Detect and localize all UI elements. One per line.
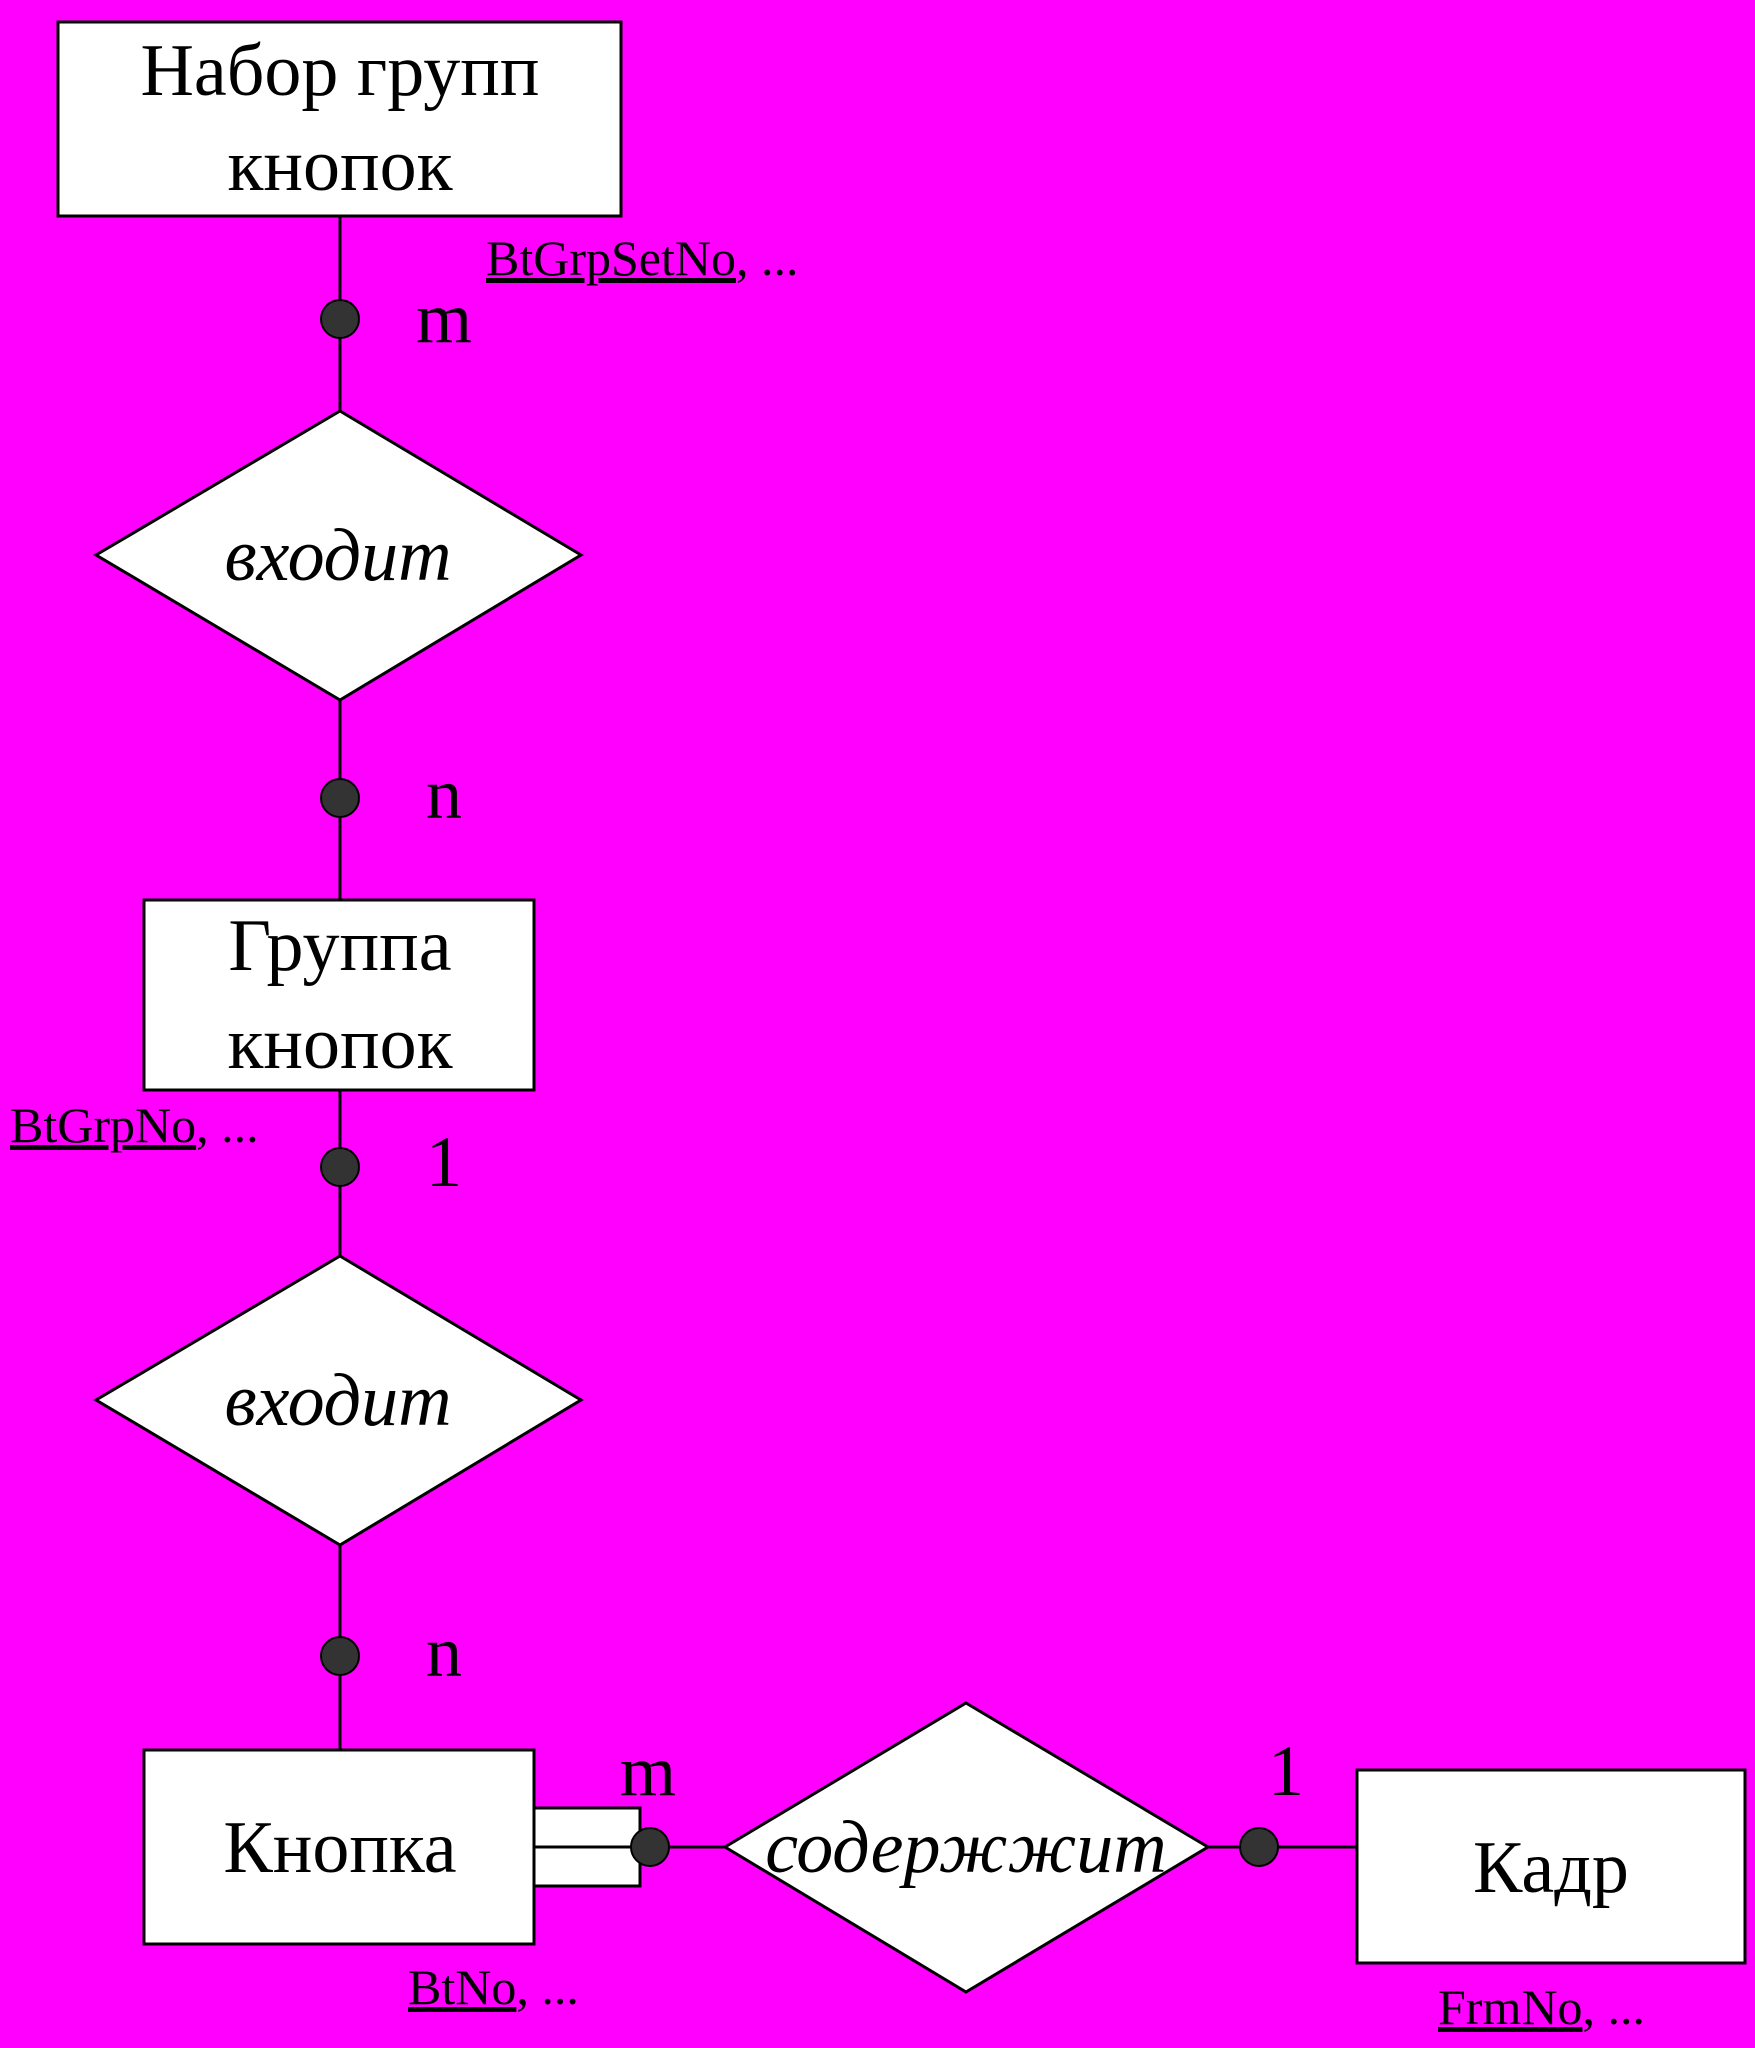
attribute-rest: , ... bbox=[1582, 1979, 1645, 2035]
cardinality-label: n bbox=[426, 754, 462, 834]
entity-button[interactable]: Кнопка bbox=[142, 1748, 536, 1946]
cardinality-label: 1 bbox=[426, 1122, 462, 1202]
connection-dot bbox=[1239, 1827, 1279, 1867]
connection-dot bbox=[320, 778, 360, 818]
connection-dot bbox=[320, 299, 360, 339]
connection-dot bbox=[320, 1636, 360, 1676]
relationship-contains[interactable]: содержжит bbox=[722, 1701, 1211, 1994]
entity-label: кнопок bbox=[227, 125, 453, 207]
relationship-enters-1[interactable]: входит bbox=[93, 409, 584, 702]
weak-entity-marker bbox=[532, 1806, 642, 1888]
relationship-label: входит bbox=[224, 1360, 451, 1442]
relationship-enters-2[interactable]: входит bbox=[93, 1254, 584, 1547]
attribute-rest: , ... bbox=[736, 230, 799, 286]
entity-button-group[interactable]: Группа кнопок bbox=[142, 898, 536, 1092]
connection-dots bbox=[320, 299, 1279, 1867]
cardinality-label: m bbox=[620, 1731, 676, 1811]
entity-label: Группа bbox=[228, 905, 451, 987]
cardinality-label: m bbox=[416, 278, 472, 358]
attribute-rest: , ... bbox=[196, 1097, 259, 1153]
cardinality-label: n bbox=[426, 1612, 462, 1692]
key-attribute: BtGrpNo bbox=[10, 1097, 196, 1153]
key-attribute: BtGrpSetNo bbox=[486, 230, 736, 286]
relationship-label: входит bbox=[224, 515, 451, 597]
entity-label: Кадр bbox=[1473, 1827, 1629, 1909]
entity-label: Набор групп bbox=[140, 30, 539, 112]
connection-dot bbox=[630, 1827, 670, 1867]
connection-dot bbox=[320, 1147, 360, 1187]
cardinality-label: 1 bbox=[1268, 1731, 1304, 1811]
relationship-label: содержжит bbox=[765, 1807, 1166, 1889]
attribute-list: BtGrpSetNo, ... bbox=[486, 230, 799, 286]
key-attribute: FrmNo bbox=[1438, 1979, 1582, 2035]
entity-label: Кнопка bbox=[223, 1807, 456, 1889]
attribute-list: FrmNo, ... bbox=[1438, 1979, 1645, 2035]
entity-label: кнопок bbox=[227, 1003, 453, 1085]
attribute-list: BtGrpNo, ... bbox=[10, 1097, 259, 1153]
entity-button-group-set[interactable]: Набор групп кнопок bbox=[56, 20, 623, 218]
attribute-list: BtNo, ... bbox=[408, 1959, 579, 2015]
attribute-rest: , ... bbox=[516, 1959, 579, 2015]
entity-frame[interactable]: Кадр bbox=[1355, 1768, 1747, 1965]
key-attribute: BtNo bbox=[408, 1959, 516, 2015]
